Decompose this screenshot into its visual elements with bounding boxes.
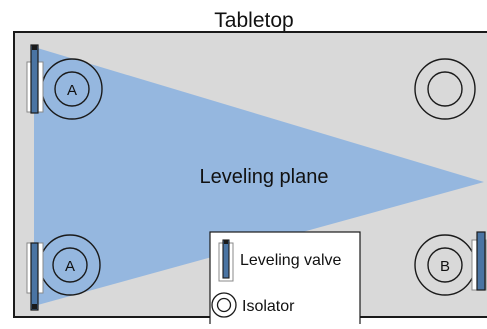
valve-cap (32, 304, 37, 309)
legend-isolator-outer (211, 292, 237, 318)
legend-valve-cap (224, 240, 228, 244)
leveling-valve-right (471, 231, 487, 291)
valve-cap (32, 45, 37, 50)
legend-valve-body (222, 239, 230, 279)
legend: Leveling valve Isolator (209, 231, 361, 328)
legend-valve-symbol (218, 239, 234, 282)
legend-isolator-label: Isolator (242, 298, 295, 315)
isolator-inner-ring (54, 71, 90, 107)
valve-body (30, 44, 39, 114)
legend-isolator-inner (216, 297, 232, 313)
leveling-valve-top-left (26, 44, 44, 114)
leveling-valve-bottom-left (26, 242, 44, 311)
isolator-inner-ring (427, 247, 463, 283)
valve-body (476, 231, 486, 291)
valve-body (30, 242, 39, 311)
isolator-inner-ring (427, 71, 463, 107)
leveling-plane (34, 47, 484, 306)
isolator-outer-ring (414, 58, 476, 120)
diagram-title: Tabletop (214, 9, 293, 32)
isolator-inner-ring (52, 247, 88, 283)
isolator-label: B (440, 258, 450, 275)
isolator-label: A (67, 82, 77, 99)
legend-isolator-symbol (211, 292, 237, 318)
legend-valve-label: Leveling valve (240, 252, 342, 269)
leveling-plane-label: Leveling plane (200, 166, 329, 188)
isolator-top-right (414, 58, 476, 120)
isolator-label: A (65, 258, 75, 275)
